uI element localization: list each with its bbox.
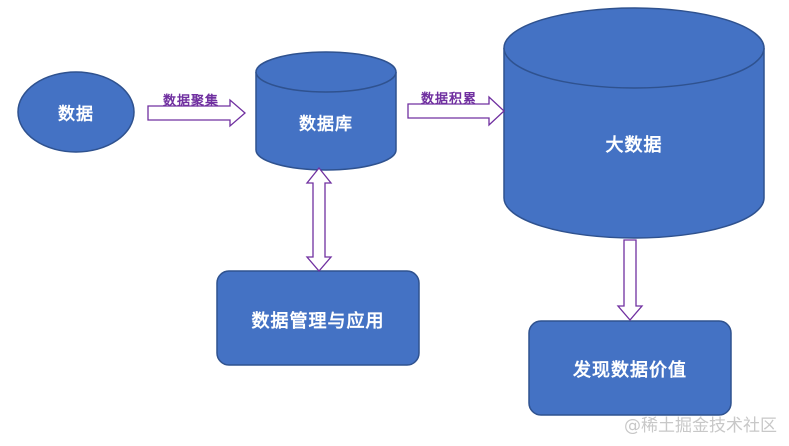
data-ellipse — [17, 71, 135, 153]
accumulate-label: 数据积累 — [421, 92, 478, 107]
discover-label: 发现数据价值 — [573, 360, 687, 381]
collect-label: 数据聚集 — [163, 94, 220, 109]
management-label: 数据管理与应用 — [251, 311, 385, 332]
collect-arrow — [147, 98, 246, 128]
accumulate-arrow — [407, 95, 505, 127]
management-box — [216, 270, 420, 366]
big-data-label: 大数据 — [605, 135, 663, 156]
discover-box — [528, 320, 732, 416]
database-cylinder — [255, 51, 397, 171]
discover-arrow — [616, 239, 644, 321]
management-double-arrow — [305, 166, 333, 272]
watermark: @稀土掘金技术社区 — [624, 416, 777, 436]
big-data-cylinder — [503, 7, 765, 239]
data-label: 数据 — [58, 104, 94, 125]
database-label: 数据库 — [299, 114, 353, 135]
